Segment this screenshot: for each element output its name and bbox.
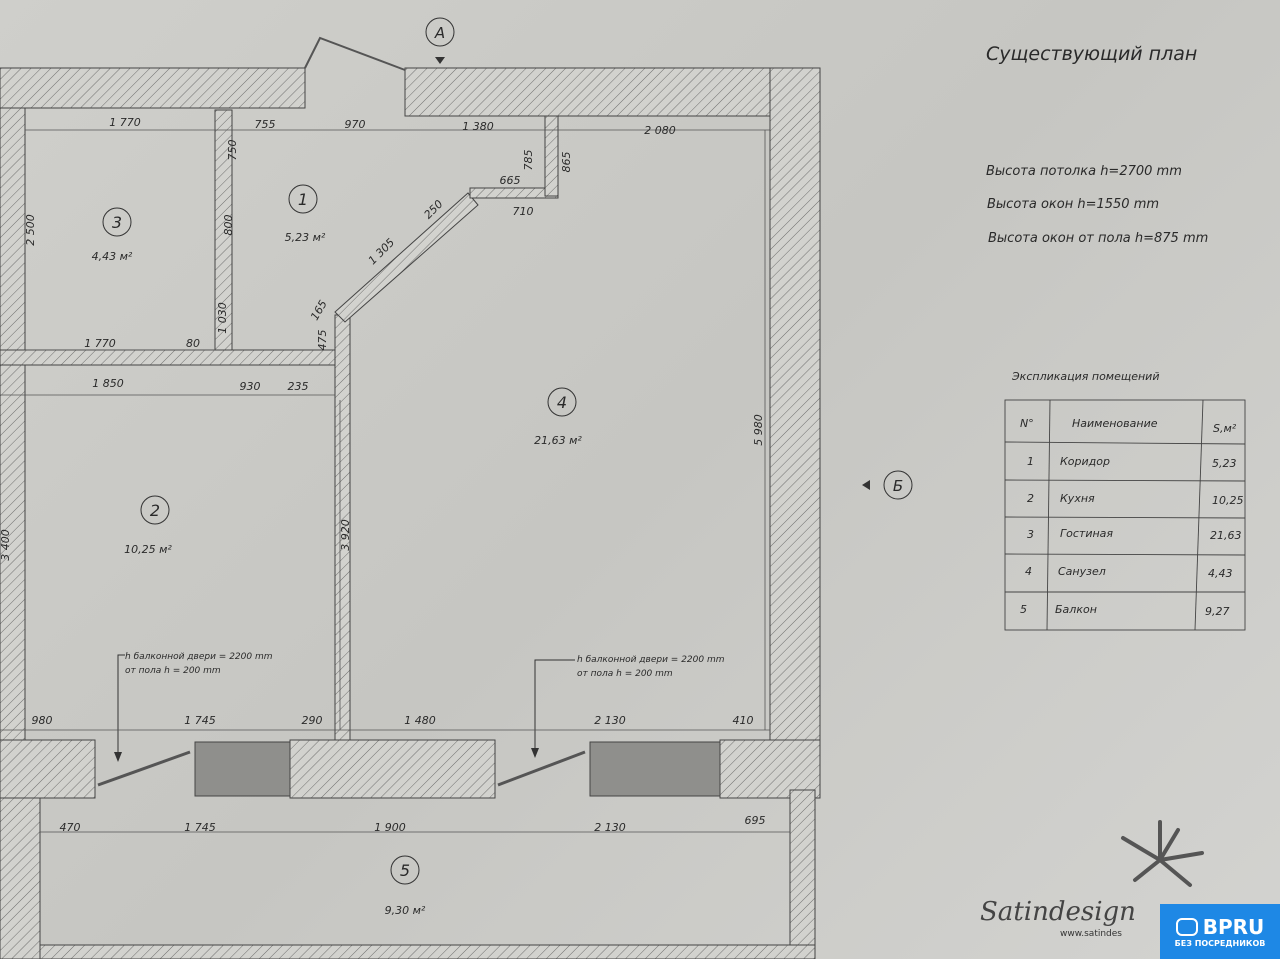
dim-label: 800 bbox=[222, 215, 235, 236]
people-icon bbox=[1175, 918, 1198, 936]
balcony-door-living bbox=[497, 750, 586, 787]
dim-label: 410 bbox=[733, 714, 754, 727]
dim-label: 750 bbox=[226, 140, 239, 161]
balcony-door-kitchen bbox=[97, 750, 191, 787]
table-row: 4 Санузел 4,43 bbox=[1025, 565, 1233, 580]
room-1-area: 5,23 м² bbox=[285, 231, 326, 244]
svg-text:1: 1 bbox=[1027, 455, 1034, 468]
table-row: 3 Гостиная 21,63 bbox=[1027, 527, 1242, 542]
dimension-lines bbox=[0, 129, 790, 833]
dim-label: 980 bbox=[32, 714, 53, 727]
svg-text:Гостиная: Гостиная bbox=[1060, 527, 1113, 540]
room-2-area: 10,25 м² bbox=[124, 543, 172, 556]
logo-url: www.satindes bbox=[1060, 929, 1122, 939]
dim-label: 3 920 bbox=[339, 519, 352, 551]
svg-text:2: 2 bbox=[1027, 492, 1034, 505]
dim-label: 2 130 bbox=[594, 821, 626, 834]
dim-label: 165 bbox=[308, 298, 330, 323]
table-row: 2 Кухня 10,25 bbox=[1027, 492, 1244, 507]
flower-icon bbox=[1121, 820, 1204, 887]
svg-text:9,27: 9,27 bbox=[1205, 605, 1230, 618]
svg-text:Балкон: Балкон bbox=[1055, 603, 1097, 616]
axis-marker-a: А bbox=[425, 17, 455, 64]
dim-label: 290 bbox=[302, 714, 323, 727]
table-row: 5 Балкон 9,27 bbox=[1020, 603, 1230, 618]
dim-label: 755 bbox=[255, 118, 276, 131]
dim-label: 865 bbox=[560, 152, 573, 173]
dim-label: 785 bbox=[522, 150, 535, 171]
dim-label: 970 bbox=[345, 118, 366, 131]
svg-text:10,25: 10,25 bbox=[1212, 494, 1244, 507]
room-1-number: 1 bbox=[298, 190, 308, 209]
bpru-badge: BPRU БЕЗ ПОСРЕДНИКОВ bbox=[1160, 904, 1280, 959]
dim-label: 3 400 bbox=[0, 529, 12, 561]
ceiling-height: Высота потолка h=2700 mm bbox=[986, 164, 1182, 179]
svg-text:5,23: 5,23 bbox=[1212, 457, 1237, 470]
dim-label: 1 850 bbox=[92, 377, 124, 390]
entrance-door bbox=[304, 36, 406, 71]
balcony-note-2-line1: h балконной двери = 2200 mm bbox=[577, 655, 725, 665]
room-5-area: 9,30 м² bbox=[385, 904, 426, 917]
dim-label: 1 380 bbox=[462, 120, 494, 133]
room-4-area: 21,63 м² bbox=[534, 434, 582, 447]
window-living bbox=[589, 741, 721, 797]
dim-label: 1 770 bbox=[109, 116, 141, 129]
windows-doors bbox=[97, 36, 721, 797]
balcony-note-1-line1: h балконной двери = 2200 mm bbox=[125, 652, 273, 662]
svg-text:4: 4 bbox=[1025, 565, 1032, 578]
table-header-area: S,м² bbox=[1213, 422, 1237, 435]
room-labels bbox=[102, 184, 577, 885]
svg-text:А: А bbox=[434, 24, 445, 42]
dim-label: 5 980 bbox=[752, 414, 765, 446]
svg-text:3: 3 bbox=[1027, 528, 1034, 541]
dim-label: 475 bbox=[316, 330, 329, 351]
axis-marker-b: Б bbox=[862, 470, 913, 500]
dim-label: 2 080 bbox=[644, 124, 676, 137]
dim-label: 2 130 bbox=[594, 714, 626, 727]
dim-label: 710 bbox=[513, 205, 534, 218]
svg-text:5: 5 bbox=[1020, 603, 1027, 616]
dim-label: 235 bbox=[288, 380, 309, 393]
window-kitchen bbox=[194, 741, 291, 797]
svg-text:21,63: 21,63 bbox=[1210, 529, 1242, 542]
satindesign-logo: Satindesign www.satindes bbox=[980, 820, 1204, 939]
table-header-name: Наименование bbox=[1072, 417, 1158, 430]
logo-name: Satindesign bbox=[980, 897, 1136, 927]
room-2-number: 2 bbox=[150, 501, 160, 520]
balcony-note-1-line2: от пола h = 200 mm bbox=[125, 666, 221, 676]
dim-label: 1 745 bbox=[184, 714, 216, 727]
room-3-number: 3 bbox=[112, 213, 122, 232]
dimension-labels: 1 770 755 970 1 380 2 080 750 785 865 66… bbox=[0, 116, 766, 834]
dim-label: 470 bbox=[60, 821, 81, 834]
dim-label: 695 bbox=[745, 814, 766, 827]
dim-label: 1 030 bbox=[216, 302, 229, 334]
balcony-note-2-line2: от пола h = 200 mm bbox=[577, 669, 673, 679]
walls bbox=[0, 67, 821, 959]
svg-text:Б: Б bbox=[893, 477, 903, 495]
window-sill-height: Высота окон от пола h=875 mm bbox=[988, 231, 1208, 246]
explication-table bbox=[1004, 399, 1246, 631]
svg-text:4,43: 4,43 bbox=[1208, 567, 1233, 580]
svg-text:Кухня: Кухня bbox=[1060, 492, 1095, 505]
window-height: Высота окон h=1550 mm bbox=[987, 197, 1159, 212]
table-row: 1 Коридор 5,23 bbox=[1027, 455, 1237, 470]
room-4-number: 4 bbox=[557, 393, 567, 412]
svg-text:Коридор: Коридор bbox=[1060, 455, 1110, 468]
dim-label: 1 900 bbox=[374, 821, 406, 834]
room-5-number: 5 bbox=[400, 861, 410, 880]
dim-label: 2 500 bbox=[24, 214, 37, 246]
dim-label: 1 480 bbox=[404, 714, 436, 727]
explication-title: Экспликация помещений bbox=[1011, 370, 1160, 383]
dim-label: 1 770 bbox=[84, 337, 116, 350]
dim-label: 930 bbox=[240, 380, 261, 393]
dim-label: 80 bbox=[186, 337, 200, 350]
table-header-no: N° bbox=[1020, 417, 1034, 430]
dim-label: 665 bbox=[500, 174, 521, 187]
dim-label: 1 745 bbox=[184, 821, 216, 834]
plan-title: Существующий план bbox=[986, 43, 1197, 65]
room-3-area: 4,43 м² bbox=[92, 250, 133, 263]
svg-text:Санузел: Санузел bbox=[1058, 565, 1106, 578]
